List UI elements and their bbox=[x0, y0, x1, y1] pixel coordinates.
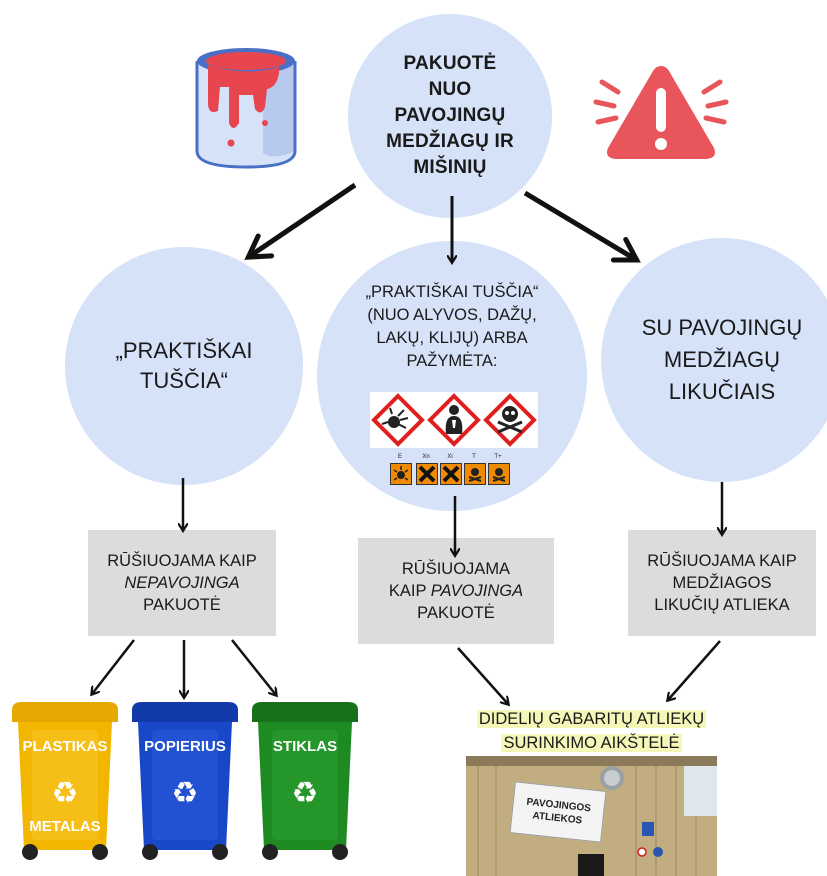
facility-label-line2: SURINKIMO AIKŠTELĖ bbox=[501, 734, 682, 752]
top-node-line: MEDŽIAGŲ IR bbox=[386, 131, 514, 152]
sort-box-right-line3: LIKUČIŲ ATLIEKA bbox=[654, 596, 790, 614]
recycle-icon: ♻ bbox=[51, 776, 79, 811]
branch-right-line: MEDŽIAGŲ bbox=[663, 347, 781, 372]
very-toxic-symbol-icon bbox=[488, 463, 510, 485]
sort-box-right-line1: RŪŠIUOJAMA KAIP bbox=[647, 552, 797, 570]
arrow-box-to-yellow-bin bbox=[92, 639, 135, 694]
branch-node-middle: „PRAKTIŠKAI TUŠČIA“ (NUO ALYVOS, DAŽŲ, L… bbox=[317, 241, 587, 511]
toxic-symbol-icon bbox=[464, 463, 486, 485]
branch-node-right: SU PAVOJINGŲ MEDŽIAGŲ LIKUČIAIS bbox=[601, 238, 827, 482]
branch-middle-line: „PRAKTIŠKAI TUŠČIA“ bbox=[365, 283, 539, 301]
eu-hazard-symbol-row: E Xn Xi T T+ bbox=[388, 454, 512, 492]
branch-left-line: „PRAKTIŠKAI bbox=[115, 338, 253, 363]
arrow-box-to-facility bbox=[457, 647, 508, 704]
blue-bin: ♻ POPIERIUS bbox=[128, 700, 242, 862]
branch-left-line: TUŠČIA“ bbox=[139, 368, 228, 393]
sort-box-middle-line2: KAIP PAVOJINGA bbox=[389, 580, 523, 602]
eu-symbol-code: E bbox=[397, 454, 402, 460]
top-node-line: PAVOJINGŲ bbox=[394, 105, 506, 126]
irritant-symbol-icon bbox=[440, 463, 462, 485]
arrow-box-to-green-bin bbox=[231, 639, 276, 695]
sort-box-left-line1: RŪŠIUOJAMA KAIP bbox=[107, 552, 257, 570]
branch-middle-line: LAKŲ, KLIJŲ) ARBA bbox=[376, 329, 528, 347]
sort-box-left-line2: NEPAVOJINGA bbox=[124, 574, 240, 592]
explosive-symbol-icon bbox=[390, 463, 412, 485]
top-node-line: PAKUOTĖ bbox=[403, 53, 497, 74]
bin-label-stiklas: STIKLAS bbox=[272, 738, 338, 755]
eu-symbol-code: T+ bbox=[494, 454, 502, 460]
sort-box-left-line3: PAKUOTĖ bbox=[143, 596, 221, 614]
skull-crossbones-pictogram-icon bbox=[483, 393, 537, 447]
branch-right-line: LIKUČIAIS bbox=[668, 379, 776, 404]
sort-box-middle-line3: PAKUOTĖ bbox=[417, 604, 495, 622]
top-node-line: NUO bbox=[428, 79, 472, 100]
branch-middle-line: (NUO ALYVOS, DAŽŲ, bbox=[367, 306, 537, 324]
arrow-right-box-to-facility bbox=[668, 640, 721, 700]
facility-label-line1: DIDELIŲ GABARITŲ ATLIEKŲ bbox=[476, 710, 707, 728]
recycle-icon: ♻ bbox=[291, 776, 319, 811]
bin-label-popierius: POPIERIUS bbox=[144, 738, 226, 755]
arrow-top-to-left bbox=[244, 182, 357, 260]
sort-box-right-line2: MEDŽIAGOS bbox=[672, 574, 772, 592]
arrow-top-to-right bbox=[523, 190, 641, 263]
green-bin: ♻ STIKLAS bbox=[248, 700, 362, 862]
ghs-pictogram-row bbox=[370, 392, 538, 448]
harmful-symbol-icon bbox=[416, 463, 438, 485]
branch-right-line: SU PAVOJINGŲ bbox=[641, 315, 803, 340]
recycle-icon: ♻ bbox=[171, 776, 199, 811]
eu-symbol-code: Xn bbox=[422, 454, 430, 460]
facility-photo: PAVOJINGOS ATLIEKOS bbox=[466, 756, 717, 876]
sort-box-middle-line1: RŪŠIUOJAMA bbox=[401, 560, 511, 578]
sort-box-middle-kaip: KAIP bbox=[388, 582, 431, 600]
eu-symbol-code: Xi bbox=[447, 454, 453, 460]
eu-symbol-code: T bbox=[472, 454, 476, 460]
yellow-bin: ♻ PLASTIKAS METALAS bbox=[8, 700, 122, 862]
branch-middle-line: PAŽYMĖTA: bbox=[406, 352, 498, 370]
sort-box-middle-pavojinga: PAVOJINGA bbox=[430, 582, 524, 600]
warning-triangle-icon bbox=[593, 66, 729, 159]
explosive-pictogram-icon bbox=[371, 393, 425, 447]
facility-label: DIDELIŲ GABARITŲ ATLIEKŲ SURINKIMO AIKŠT… bbox=[466, 707, 717, 755]
health-hazard-pictogram-icon bbox=[427, 393, 481, 447]
top-node-line: MIŠINIŲ bbox=[413, 157, 487, 178]
hazardous-waste-sign: PAVOJINGOS ATLIEKOS bbox=[509, 781, 607, 843]
paint-can-icon bbox=[195, 48, 297, 169]
bin-label-metalas: METALAS bbox=[29, 818, 101, 835]
branch-node-left: „PRAKTIŠKAI TUŠČIA“ bbox=[65, 247, 303, 485]
sort-box-right: RŪŠIUOJAMA KAIP MEDŽIAGOS LIKUČIŲ ATLIEK… bbox=[628, 530, 816, 636]
sort-box-left: RŪŠIUOJAMA KAIP NEPAVOJINGA PAKUOTĖ bbox=[88, 530, 276, 636]
bin-label-plastikas: PLASTIKAS bbox=[22, 738, 108, 755]
top-node: PAKUOTĖ NUO PAVOJINGŲ MEDŽIAGŲ IR MIŠINI… bbox=[348, 14, 552, 218]
